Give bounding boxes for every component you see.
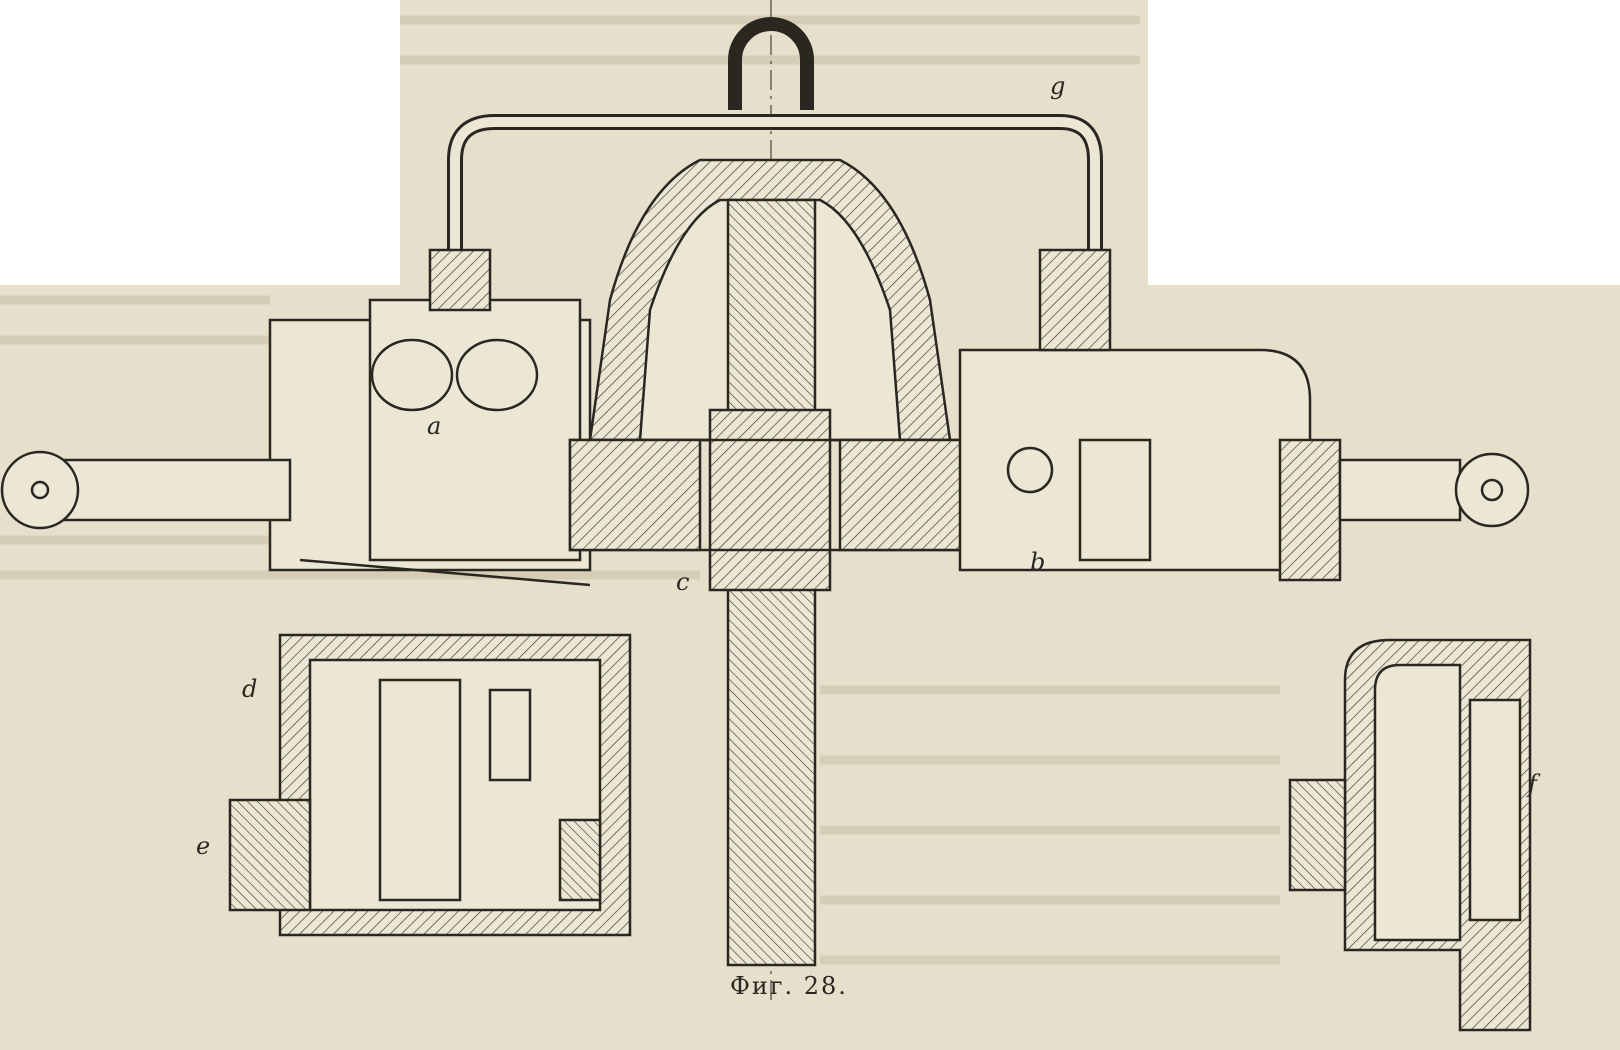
label-d: d — [242, 675, 258, 703]
label-b: b — [1030, 548, 1046, 576]
label-a: a — [427, 412, 442, 440]
label-g: g — [1050, 72, 1066, 100]
section-view-right — [1288, 638, 1532, 1032]
label-c: c — [676, 568, 690, 596]
label-f: f — [1528, 770, 1537, 798]
main-assembly — [0, 0, 1530, 1000]
blank-area-left — [0, 0, 400, 285]
blank-area-right — [1148, 0, 1620, 285]
bleed-through-text — [0, 15, 1280, 965]
label-e: e — [196, 832, 211, 860]
figure-caption: Фиг. 28. — [730, 972, 848, 1000]
section-view-left — [228, 633, 632, 937]
